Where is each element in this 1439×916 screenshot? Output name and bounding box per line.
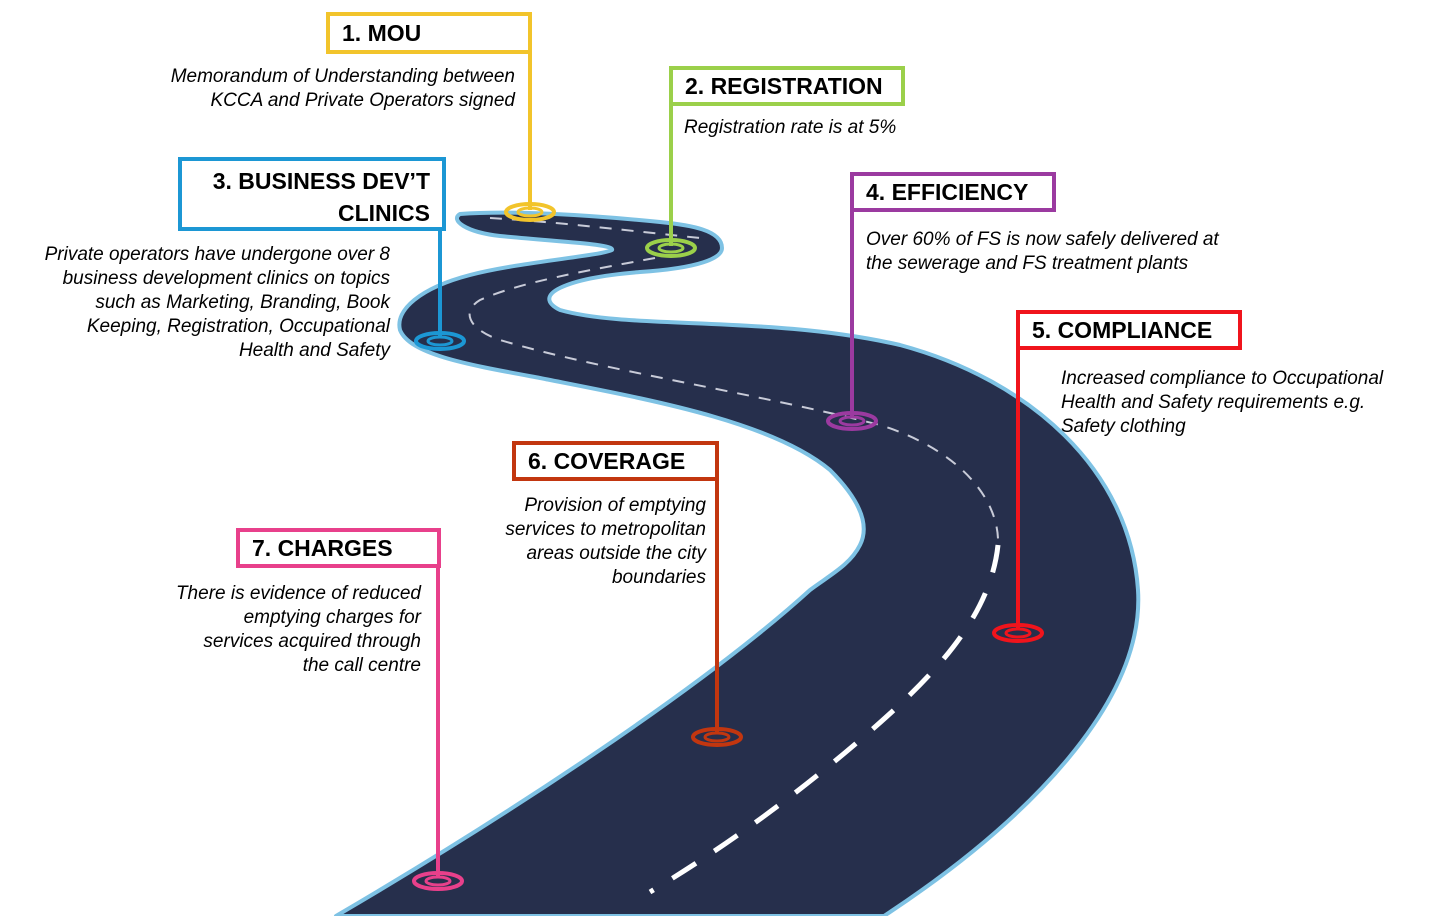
pin-4 <box>826 210 878 431</box>
milestone-3-title: 3. BUSINESS DEV’T CLINICS <box>178 157 446 231</box>
milestone-1-title: 1. MOU <box>326 12 532 54</box>
road <box>334 210 1141 916</box>
milestone-4-description: Over 60% of FS is now safely delivered a… <box>866 229 1219 274</box>
milestone-7-description: There is evidence of reduced emptying ch… <box>175 583 421 676</box>
milestone-2-title: 2. REGISTRATION <box>669 66 905 106</box>
milestone-2-description: Registration rate is at 5% <box>684 117 897 138</box>
milestone-7-title: 7. CHARGES <box>236 528 441 568</box>
milestone-6-title: 6. COVERAGE <box>512 441 719 481</box>
pin-7 <box>412 565 464 891</box>
road-center-dashes-near <box>648 544 1001 895</box>
milestone-5-title: 5. COMPLIANCE <box>1016 310 1242 350</box>
pin-6 <box>691 480 743 747</box>
milestone-4-title: 4. EFFICIENCY <box>850 172 1056 212</box>
milestone-5-description: Increased compliance to Occupational Hea… <box>1061 368 1384 437</box>
pin-2 <box>645 100 697 258</box>
pin-5 <box>992 348 1044 643</box>
milestone-3-description: Private operators have undergone over 8 … <box>44 244 390 361</box>
milestone-6-description: Provision of emptying services to metrop… <box>505 495 706 588</box>
pin-3 <box>414 230 466 351</box>
milestone-1-description: Memorandum of Understanding between KCCA… <box>170 66 515 111</box>
